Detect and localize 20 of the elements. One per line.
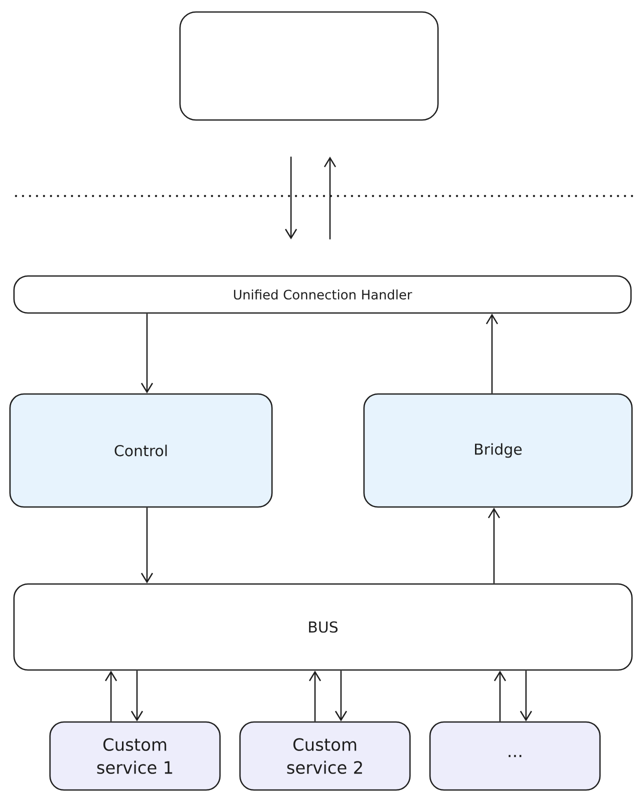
process-box: Bridge bbox=[363, 393, 633, 508]
rounded-box bbox=[179, 11, 439, 121]
arrow bbox=[494, 670, 506, 722]
arrow bbox=[284, 156, 298, 240]
arrow bbox=[308, 670, 322, 722]
arrow bbox=[334, 670, 348, 722]
arrow bbox=[520, 670, 532, 722]
arrow bbox=[486, 314, 498, 394]
process-box: Custom service 2 bbox=[239, 721, 411, 791]
process-box: BUS bbox=[13, 583, 633, 671]
process-box: Control bbox=[9, 393, 273, 508]
arrow bbox=[140, 314, 154, 394]
arrow bbox=[488, 508, 500, 584]
process-box: Custom service 1 bbox=[49, 721, 221, 791]
process-box: Unified Connection Handler bbox=[13, 275, 632, 314]
arrow bbox=[104, 670, 118, 722]
arrow bbox=[324, 156, 336, 240]
arrow bbox=[130, 670, 144, 722]
arrow bbox=[140, 508, 154, 584]
process-box: ... bbox=[429, 721, 601, 791]
